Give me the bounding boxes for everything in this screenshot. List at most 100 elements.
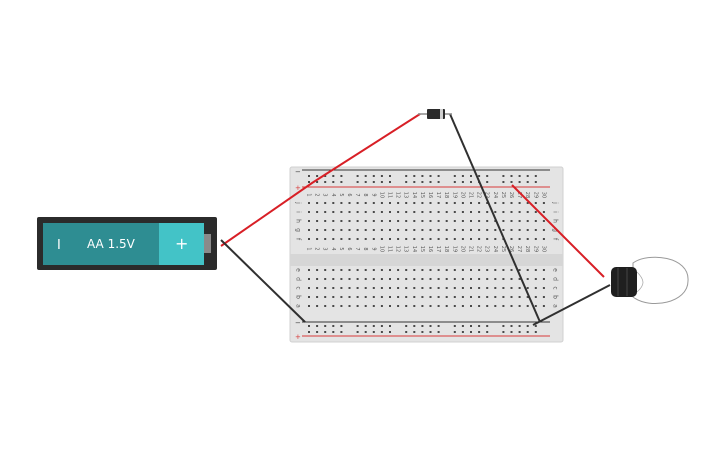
bottom-rail-hole[interactable] (380, 331, 383, 333)
terminal-hole[interactable] (413, 269, 416, 271)
terminal-hole[interactable] (534, 211, 537, 213)
terminal-hole[interactable] (397, 211, 400, 213)
terminal-hole[interactable] (461, 211, 464, 213)
terminal-hole[interactable] (542, 220, 545, 222)
terminal-hole[interactable] (421, 287, 424, 289)
terminal-hole[interactable] (372, 296, 375, 298)
bottom-rail-hole[interactable] (413, 331, 416, 333)
terminal-hole[interactable] (510, 269, 513, 271)
terminal-hole[interactable] (316, 287, 319, 289)
terminal-hole[interactable] (405, 278, 408, 280)
terminal-hole[interactable] (445, 269, 448, 271)
terminal-hole[interactable] (534, 238, 537, 240)
bottom-rail-hole[interactable] (470, 325, 472, 327)
bottom-rail-hole[interactable] (486, 331, 489, 333)
terminal-hole[interactable] (542, 269, 545, 271)
terminal-hole[interactable] (510, 211, 513, 213)
terminal-hole[interactable] (461, 287, 464, 289)
bottom-rail-hole[interactable] (429, 325, 432, 327)
terminal-hole[interactable] (429, 278, 432, 280)
bottom-rail-hole[interactable] (332, 331, 335, 333)
terminal-hole[interactable] (461, 229, 464, 231)
bottom-rail-hole[interactable] (478, 331, 481, 333)
terminal-hole[interactable] (324, 278, 327, 280)
terminal-hole[interactable] (534, 296, 537, 298)
terminal-hole[interactable] (429, 238, 432, 240)
terminal-hole[interactable] (348, 287, 351, 289)
top-rail-hole[interactable] (421, 175, 424, 177)
terminal-hole[interactable] (332, 202, 335, 204)
terminal-hole[interactable] (389, 296, 391, 298)
terminal-hole[interactable] (421, 305, 424, 307)
terminal-hole[interactable] (470, 238, 472, 240)
red-wire-battery-to-diode[interactable] (220, 113, 421, 247)
terminal-hole[interactable] (510, 220, 513, 222)
terminal-hole[interactable] (429, 296, 432, 298)
bottom-rail-hole[interactable] (421, 325, 424, 327)
terminal-hole[interactable] (364, 287, 367, 289)
terminal-hole[interactable] (542, 287, 545, 289)
top-rail-hole[interactable] (405, 181, 408, 183)
bottom-rail-hole[interactable] (534, 331, 537, 333)
terminal-hole[interactable] (413, 278, 416, 280)
terminal-hole[interactable] (380, 269, 383, 271)
terminal-hole[interactable] (324, 296, 327, 298)
terminal-hole[interactable] (437, 229, 440, 231)
terminal-hole[interactable] (542, 278, 545, 280)
bottom-rail-hole[interactable] (453, 331, 456, 333)
battery[interactable]: I AA 1.5V + (37, 217, 217, 270)
terminal-hole[interactable] (470, 296, 472, 298)
terminal-hole[interactable] (542, 229, 545, 231)
terminal-hole[interactable] (518, 269, 521, 271)
terminal-hole[interactable] (413, 211, 416, 213)
terminal-hole[interactable] (470, 305, 472, 307)
terminal-hole[interactable] (486, 211, 489, 213)
terminal-hole[interactable] (421, 269, 424, 271)
bottom-rail-hole[interactable] (518, 325, 521, 327)
terminal-hole[interactable] (421, 211, 424, 213)
terminal-hole[interactable] (494, 287, 497, 289)
bottom-rail-hole[interactable] (470, 331, 472, 333)
terminal-hole[interactable] (502, 229, 505, 231)
terminal-hole[interactable] (461, 202, 464, 204)
terminal-hole[interactable] (486, 238, 489, 240)
bottom-rail-hole[interactable] (389, 331, 391, 333)
terminal-hole[interactable] (332, 278, 335, 280)
terminal-hole[interactable] (389, 287, 391, 289)
terminal-hole[interactable] (542, 211, 545, 213)
terminal-hole[interactable] (380, 229, 383, 231)
terminal-hole[interactable] (445, 211, 448, 213)
terminal-hole[interactable] (470, 287, 472, 289)
bottom-rail-hole[interactable] (316, 331, 319, 333)
terminal-hole[interactable] (478, 287, 481, 289)
terminal-hole[interactable] (445, 220, 448, 222)
bottom-rail-hole[interactable] (437, 331, 440, 333)
terminal-hole[interactable] (389, 238, 391, 240)
terminal-hole[interactable] (332, 305, 335, 307)
bottom-rail-hole[interactable] (405, 331, 408, 333)
terminal-hole[interactable] (470, 229, 472, 231)
terminal-hole[interactable] (526, 202, 529, 204)
red-wire-rail-to-bulb[interactable] (511, 184, 605, 278)
terminal-hole[interactable] (340, 229, 343, 231)
terminal-hole[interactable] (429, 287, 432, 289)
terminal-hole[interactable] (470, 202, 472, 204)
terminal-hole[interactable] (356, 287, 359, 289)
terminal-hole[interactable] (413, 305, 416, 307)
terminal-hole[interactable] (324, 287, 327, 289)
terminal-hole[interactable] (437, 220, 440, 222)
terminal-hole[interactable] (364, 278, 367, 280)
bottom-rail-hole[interactable] (308, 325, 310, 327)
terminal-hole[interactable] (340, 269, 343, 271)
terminal-hole[interactable] (494, 296, 497, 298)
terminal-hole[interactable] (453, 287, 456, 289)
terminal-hole[interactable] (413, 202, 416, 204)
terminal-hole[interactable] (510, 229, 513, 231)
terminal-hole[interactable] (389, 211, 391, 213)
terminal-hole[interactable] (308, 220, 310, 222)
terminal-hole[interactable] (526, 220, 529, 222)
top-rail-hole[interactable] (380, 175, 383, 177)
top-rail-hole[interactable] (470, 175, 472, 177)
terminal-hole[interactable] (397, 238, 400, 240)
